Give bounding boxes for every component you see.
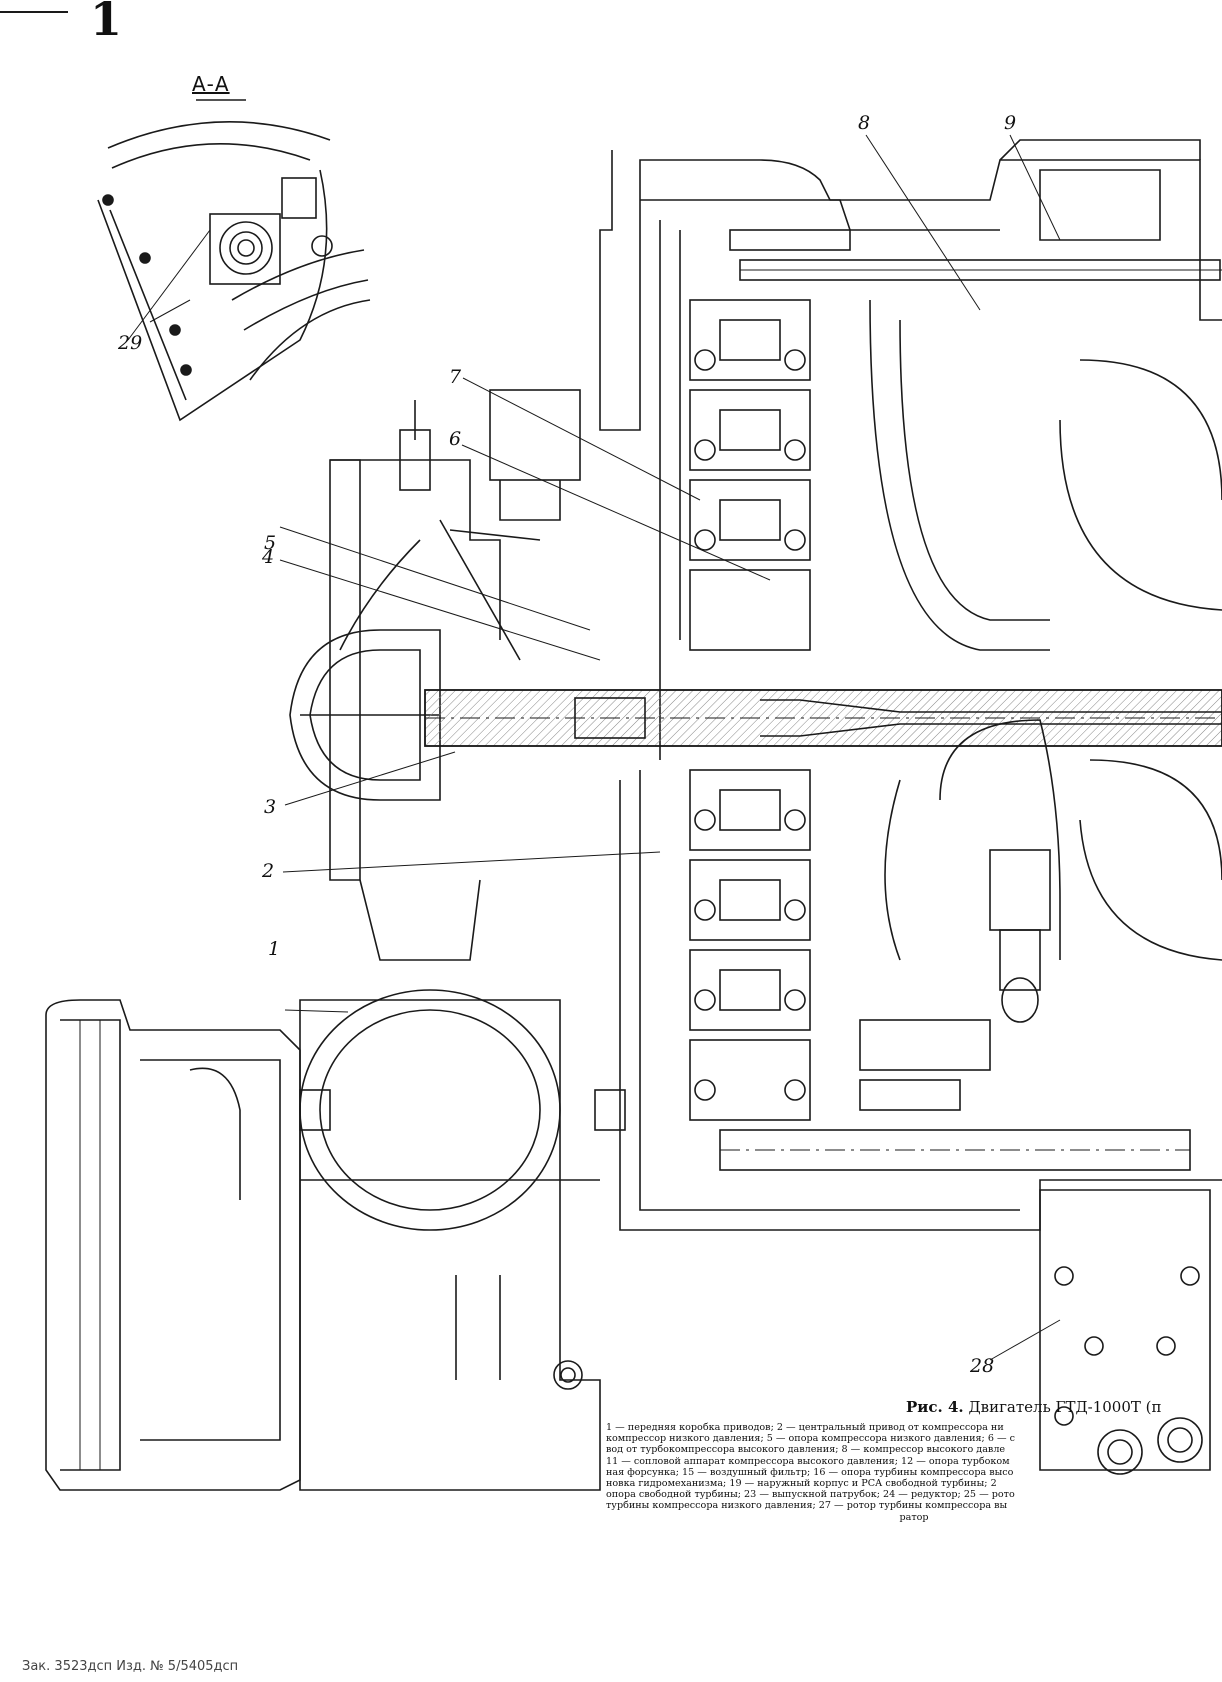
legend-line: ратор — [899, 1511, 929, 1523]
caption-prefix: Рис. 4. — [906, 1398, 964, 1416]
legend-line: новка гидромеханизма; 19 — наружный корп… — [606, 1478, 997, 1490]
legend-line: опора свободной турбины; 23 — выпускной … — [606, 1489, 1015, 1501]
callout-1: 1 — [268, 938, 281, 960]
legend-line: турбины компрессора низкого давления; 27… — [606, 1500, 1008, 1512]
callout-28: 28 — [970, 1355, 995, 1377]
print-footer: Зак. 3523дсп Изд. № 5/5405дсп — [22, 1659, 239, 1674]
callout-7: 7 — [449, 366, 462, 388]
caption-title: Рис. 4. Двигатель ГТД-1000Т (п — [906, 1398, 1162, 1416]
callout-5: 5 — [264, 532, 277, 554]
callout-8: 8 — [858, 112, 871, 134]
legend-line: вод от турбокомпрессора высокого давлени… — [606, 1444, 1006, 1456]
callout-29: 29 — [118, 332, 143, 354]
page-number: 1 — [90, 0, 123, 46]
section-label: А-А — [192, 72, 230, 96]
callout-2: 2 — [262, 860, 275, 882]
caption-legend: 1 — передняя коробка приводов; 2 — центр… — [606, 1422, 1222, 1523]
callout-6: 6 — [449, 428, 462, 450]
callout-4: 4 — [262, 546, 275, 568]
legend-line: компрессор низкого давления; 5 — опора к… — [606, 1433, 1015, 1445]
section-a-a-detail — [97, 99, 371, 422]
callout-3: 3 — [264, 796, 277, 818]
legend-line: 11 — сопловой аппарат компрессора высоко… — [606, 1455, 1010, 1467]
legend-line: ная форсунка; 15 — воздушный фильтр; 16 … — [606, 1466, 1014, 1478]
caption-title-text: Двигатель ГТД-1000Т (п — [968, 1398, 1162, 1416]
callout-9: 9 — [1004, 112, 1017, 134]
legend-line: 1 — передняя коробка приводов; 2 — центр… — [606, 1422, 1004, 1433]
